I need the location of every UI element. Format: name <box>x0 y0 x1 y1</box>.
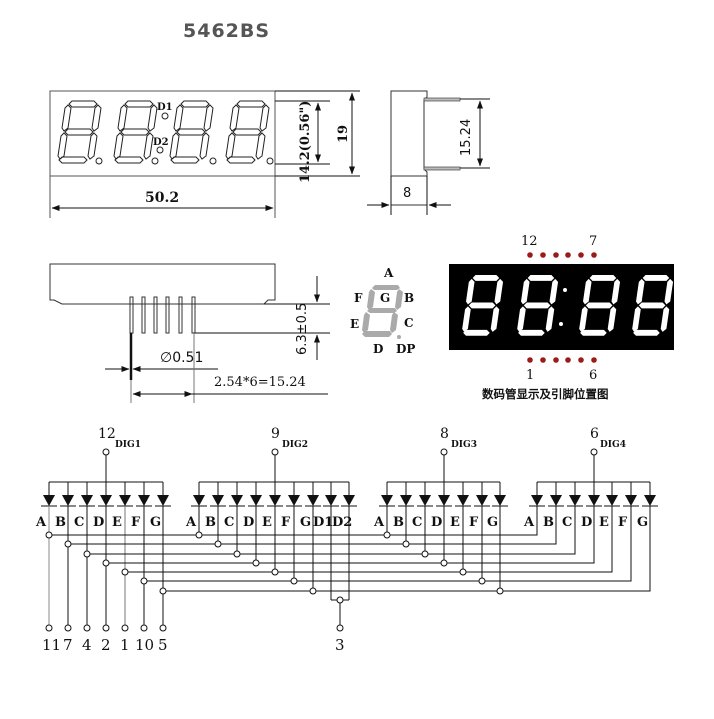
bottom-view: 6.3±0.5 ∅0.51 2.54*6=15.24 <box>49 263 330 403</box>
svg-text:B: B <box>55 515 66 530</box>
svg-text:A: A <box>523 515 535 530</box>
svg-text:E: E <box>262 515 272 530</box>
svg-text:G: G <box>150 515 161 530</box>
dig3-pin-number: 8 <box>440 426 449 442</box>
svg-text:F: F <box>618 515 628 530</box>
svg-text:D: D <box>431 515 442 530</box>
front-view: D1 D2 50.2 14.2(0.56") 19 <box>49 90 360 218</box>
svg-text:A: A <box>373 515 385 530</box>
svg-text:F: F <box>281 515 291 530</box>
seg-label-b: B <box>404 291 414 305</box>
colon-pin-number: 3 <box>335 636 345 654</box>
bottom-pin-left-label: 1 <box>526 368 534 383</box>
svg-text:F: F <box>469 515 479 530</box>
d2-label: D2 <box>153 137 169 148</box>
svg-text:A: A <box>185 515 197 530</box>
svg-text:D1: D1 <box>313 515 333 530</box>
display-digits <box>462 275 674 336</box>
svg-text:2: 2 <box>101 636 111 654</box>
svg-text:C: C <box>562 515 572 530</box>
svg-text:4: 4 <box>82 636 92 654</box>
svg-text:D: D <box>243 515 254 530</box>
part-number-title: 5462BS <box>183 20 271 42</box>
bottom-pin-dots <box>527 357 597 363</box>
svg-text:10: 10 <box>135 636 154 654</box>
pin-row-spacing-dimension: 15.24 <box>459 119 474 156</box>
bottom-pin-right-label: 6 <box>589 368 597 383</box>
svg-text:B: B <box>205 515 216 530</box>
digit-3-outline <box>169 100 214 164</box>
dig4-label: DIG4 <box>600 440 626 450</box>
svg-text:D: D <box>93 515 104 530</box>
seg-label-d: D <box>373 342 383 356</box>
seg-label-dp: DP <box>396 342 415 356</box>
digit-4-outline <box>225 100 270 164</box>
height-dimension: 19 <box>336 125 351 143</box>
diodes <box>40 494 659 507</box>
svg-text:B: B <box>393 515 404 530</box>
dig1-label: DIG1 <box>115 440 141 450</box>
svg-text:5: 5 <box>158 636 168 654</box>
segment-bus-wiring <box>48 506 651 628</box>
digit-height-dimension: 14.2(0.56") <box>298 101 313 183</box>
svg-text:F: F <box>131 515 141 530</box>
svg-text:11: 11 <box>42 636 61 654</box>
digit-common-pins: 12 DIG1 9 DIG2 8 DIG3 6 DIG4 <box>98 426 626 456</box>
pin-layout-caption: 数码管显示及引脚位置图 <box>482 387 609 401</box>
seg-label-e: E <box>350 317 359 331</box>
dig1-pin-number: 12 <box>98 426 116 442</box>
width-dimension: 50.2 <box>145 190 179 206</box>
svg-text:1: 1 <box>120 636 130 654</box>
seg-label-c: C <box>404 316 414 330</box>
svg-text:B: B <box>543 515 554 530</box>
digit-2-outline <box>113 100 158 164</box>
colon-dot-d2 <box>156 146 164 154</box>
side-view: 15.24 8 <box>367 90 490 215</box>
svg-text:C: C <box>74 515 84 530</box>
svg-text:E: E <box>599 515 609 530</box>
pin-layout-diagram: 12 7 1 6 <box>449 234 674 383</box>
svg-text:7: 7 <box>63 636 73 654</box>
segment-pin-numbers: 11 7 4 2 1 10 5 3 <box>42 636 345 654</box>
svg-text:G: G <box>300 515 311 530</box>
seg-label-g: G <box>380 291 390 305</box>
svg-text:E: E <box>112 515 122 530</box>
svg-text:D2: D2 <box>332 515 352 530</box>
dig2-label: DIG2 <box>282 440 308 450</box>
svg-text:A: A <box>35 515 47 530</box>
colon-upper <box>563 288 567 292</box>
dig3-label: DIG3 <box>451 440 477 450</box>
pin-diameter-dimension: ∅0.51 <box>160 350 203 366</box>
seg-label-f: F <box>354 291 363 305</box>
segment-legend: A B C D E F G DP <box>350 266 415 356</box>
junction-dots <box>45 531 504 632</box>
colon-dot-d1 <box>161 112 169 120</box>
dig2-pin-number: 9 <box>271 426 280 442</box>
dig4-pin-number: 6 <box>590 426 599 442</box>
svg-text:C: C <box>412 515 422 530</box>
svg-text:G: G <box>637 515 648 530</box>
seg-label-a: A <box>383 266 394 280</box>
svg-text:G: G <box>487 515 498 530</box>
top-pin-left-label: 12 <box>521 234 538 249</box>
svg-text:E: E <box>450 515 460 530</box>
digit-1-outline <box>57 100 102 164</box>
top-pin-right-label: 7 <box>589 234 597 249</box>
pin-pitch-dimension: 2.54*6=15.24 <box>214 375 306 390</box>
segment-letters: A B C D E F G A B C D E F G D1 D2 A B C … <box>35 515 648 530</box>
top-pin-dots <box>527 252 597 258</box>
svg-text:D: D <box>581 515 592 530</box>
svg-text:C: C <box>224 515 234 530</box>
pin-length-dimension: 6.3±0.5 <box>295 303 310 355</box>
d1-label: D1 <box>157 102 173 113</box>
schematic <box>48 455 651 495</box>
depth-dimension: 8 <box>403 186 411 201</box>
colon-lower <box>559 322 563 326</box>
